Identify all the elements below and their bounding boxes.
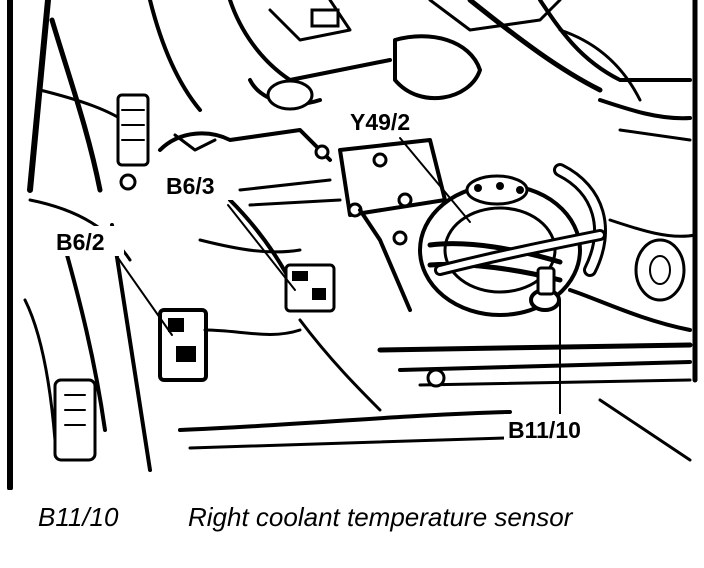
camshaft-sensor-b6-3 <box>228 178 342 313</box>
camshaft-sensor-b6-2 <box>158 308 302 382</box>
leader-y49-2 <box>399 137 471 223</box>
leader-b6-2 <box>117 257 173 336</box>
mounting-bracket <box>119 128 332 191</box>
diagram-frame <box>7 0 698 490</box>
callout-b6-3: B6/3 <box>166 173 215 199</box>
leader-lines <box>117 137 561 429</box>
caption-component-code: B11/10 <box>38 502 119 532</box>
coolant-hoses <box>434 163 692 332</box>
coolant-temperature-sensor <box>529 266 561 312</box>
caption-description: Right coolant temperature sensor <box>188 502 573 532</box>
callout-y49-2: Y49/2 <box>350 109 410 135</box>
engine-bay-diagram: Y49/2 B6/3 B6/2 B11/10 <box>7 0 698 490</box>
upper-engine-components <box>148 0 697 302</box>
callout-b6-2: B6/2 <box>56 229 105 255</box>
valve-housing <box>338 138 447 246</box>
leader-b6-3 <box>227 204 296 291</box>
lower-crossmember <box>178 208 693 462</box>
callout-labels: Y49/2 B6/3 B6/2 B11/10 <box>54 106 610 444</box>
callout-b11-10: B11/10 <box>508 417 581 443</box>
figure-caption: B11/10 Right coolant temperature sensor <box>38 502 698 542</box>
